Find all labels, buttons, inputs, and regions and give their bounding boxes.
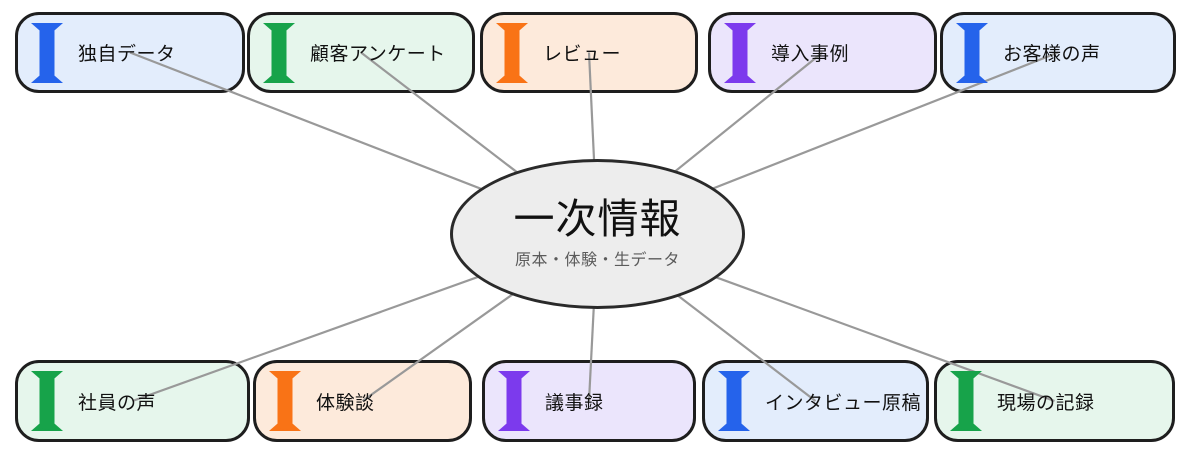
center-title: 一次情報 xyxy=(513,196,682,242)
center-subtitle: 原本・体験・生データ xyxy=(514,252,680,269)
node-employee-voice: 社員の声 xyxy=(15,360,250,442)
node-review: レビュー xyxy=(480,12,698,93)
node-label: 議事録 xyxy=(545,392,604,414)
node-label: 顧客アンケート xyxy=(310,44,446,65)
capsule-icon xyxy=(30,22,64,84)
node-label: 現場の記録 xyxy=(997,392,1095,414)
node-field-record: 現場の記録 xyxy=(934,360,1175,442)
node-label: 体験談 xyxy=(316,392,375,414)
node-label: 導入事例 xyxy=(771,44,850,65)
node-experience-story: 体験談 xyxy=(253,360,472,442)
node-meeting-minutes: 議事録 xyxy=(482,360,696,442)
node-label: レビュー xyxy=(543,44,622,65)
node-customer-survey: 顧客アンケート xyxy=(247,12,475,93)
capsule-icon xyxy=(268,370,302,432)
node-label: インタビュー原稿 xyxy=(765,392,922,414)
node-label: お客様の声 xyxy=(1003,44,1101,65)
capsule-icon xyxy=(495,22,529,84)
node-label: 社員の声 xyxy=(78,392,157,414)
node-case-study: 導入事例 xyxy=(708,12,937,93)
node-label: 独自データ xyxy=(78,44,176,65)
capsule-icon xyxy=(723,22,757,84)
capsule-icon xyxy=(955,22,989,84)
capsule-icon xyxy=(497,370,531,432)
capsule-icon xyxy=(30,370,64,432)
capsule-icon xyxy=(717,370,751,432)
center-node-primary-info: 一次情報 原本・体験・生データ xyxy=(450,159,745,309)
capsule-icon xyxy=(262,22,296,84)
node-customer-voice: お客様の声 xyxy=(940,12,1176,93)
node-interview-draft: インタビュー原稿 xyxy=(702,360,929,442)
capsule-icon xyxy=(949,370,983,432)
node-original-data: 独自データ xyxy=(15,12,245,93)
